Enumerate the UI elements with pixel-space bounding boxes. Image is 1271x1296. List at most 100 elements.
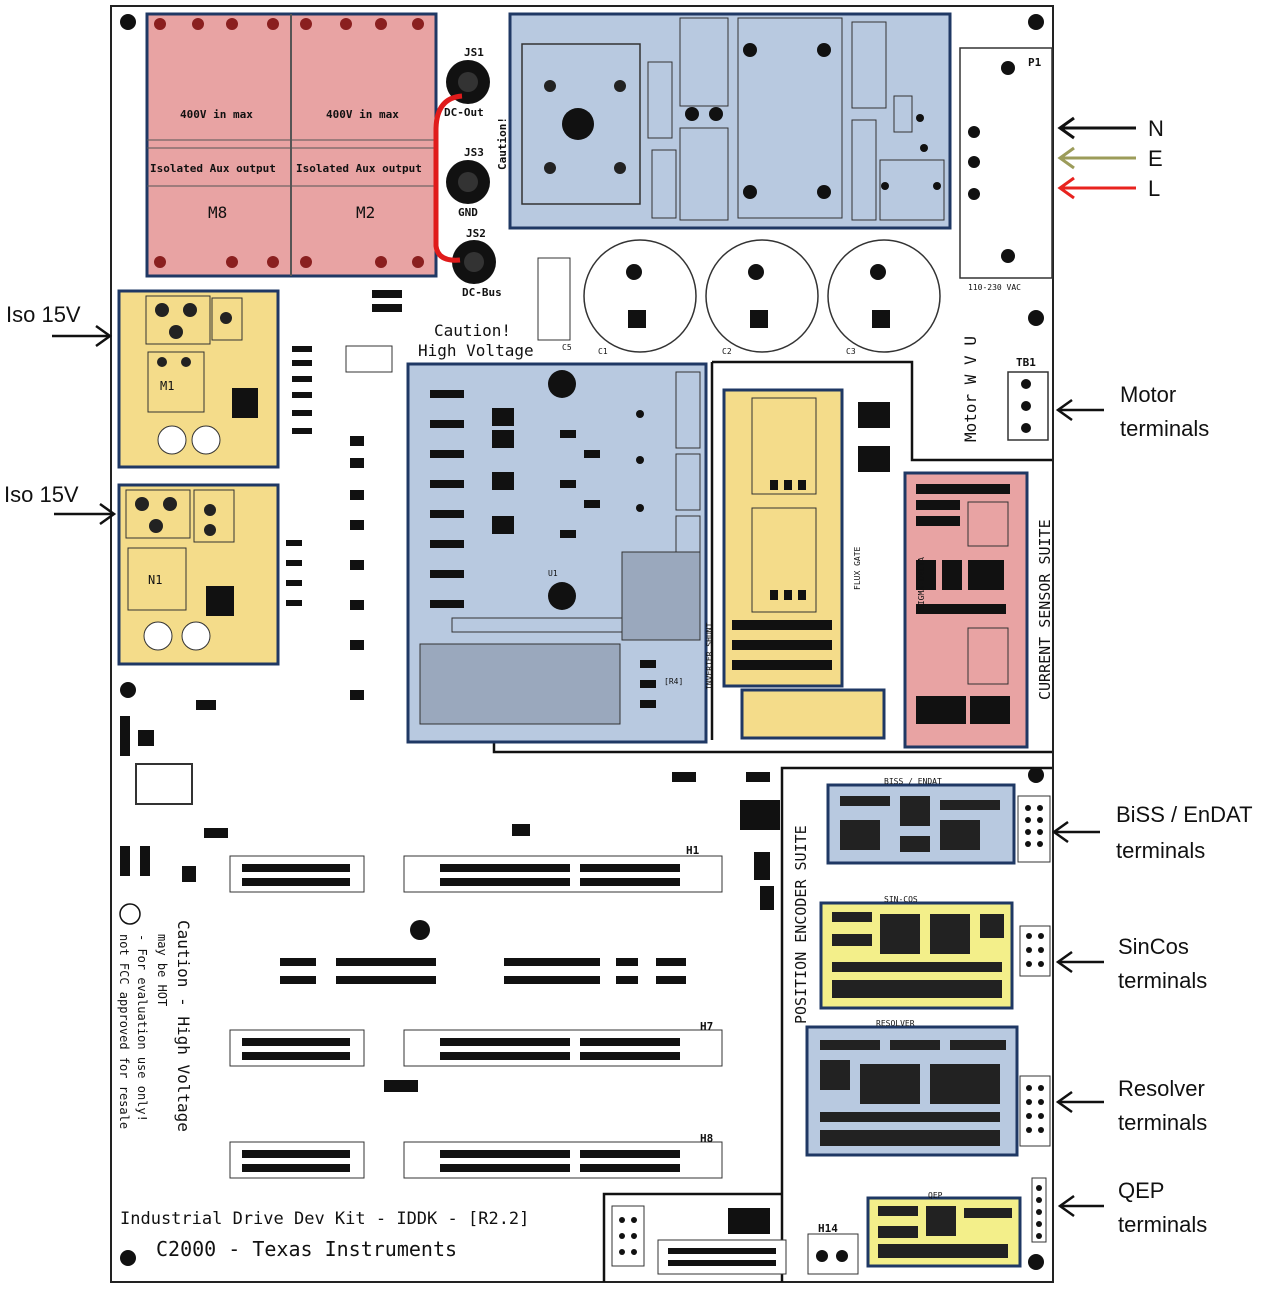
callout-iso-bottom: Iso 15V: [4, 482, 117, 526]
ac-input-block: [508, 12, 952, 230]
sigma-delta-label: SIGMA-DELTA: [917, 557, 926, 610]
control-card-connectors: H1 H7 H8: [229, 844, 723, 1179]
vertical-fcc-label: not FCC approved for resale: [117, 934, 131, 1129]
vertical-caution-label: Caution - High Voltage: [174, 920, 193, 1132]
callout-motor: Motor terminals: [1055, 382, 1209, 441]
callout-phase-n: N: [1057, 116, 1164, 141]
fluxgate-block: FLUX GATE: [722, 388, 862, 688]
vertical-eval-label: - For evaluation use only!: [135, 934, 149, 1122]
js2-label: JS2: [466, 227, 486, 240]
biss-callout-line1: BiSS / EnDAT: [1116, 802, 1253, 827]
m1-label: M1: [160, 379, 174, 393]
biss-callout-line2: terminals: [1116, 838, 1205, 863]
callout-phase-l: L: [1057, 176, 1160, 201]
u1-inverter-label: U1: [548, 569, 558, 578]
gate-driver-passives: [286, 290, 402, 700]
motor-callout-line1: Motor: [1120, 382, 1176, 407]
c5-label: C5: [562, 343, 572, 352]
qep-label: QEP: [928, 1191, 943, 1200]
h8-label: H8: [700, 1132, 713, 1145]
iso-aux-label-a: Isolated Aux output: [150, 162, 276, 175]
h1-label: H1: [686, 844, 700, 857]
h14-label: H14: [818, 1222, 838, 1235]
c3-label: C3: [846, 347, 856, 356]
sincos-callout-line1: SinCos: [1118, 934, 1189, 959]
caution-label: Caution!: [434, 321, 511, 340]
bulk-capacitors: C1 C2 C3 C5: [537, 239, 941, 356]
comm-headers: H14: [611, 1205, 859, 1275]
inverter-block: U1 [R4] INVERTER SHUNT: [406, 362, 714, 744]
dc-bus-jumper-wire: [433, 93, 463, 263]
phase-n-label: N: [1148, 116, 1164, 141]
caution-vertical-label: Caution!: [496, 117, 509, 170]
burden-resistor-2: [858, 446, 890, 472]
sincos-callout-line2: terminals: [1118, 968, 1207, 993]
dc-out-label: DC-Out: [444, 106, 484, 119]
burden-resistor-1: [858, 402, 890, 428]
iso-15v-top-label: Iso 15V: [6, 302, 81, 327]
pin-header-rows: [280, 958, 686, 1092]
isolator-ic: [135, 763, 193, 805]
callout-sincos: SinCos terminals: [1055, 934, 1207, 993]
js1-label: JS1: [464, 46, 484, 59]
vertical-hot-label: may be HOT: [155, 934, 169, 1006]
sin-cos-label: SIN-COS: [884, 895, 918, 904]
current-sensor-suite-label: CURRENT SENSOR SUITE: [1036, 519, 1054, 700]
n1-label: N1: [148, 573, 162, 587]
inverter-shunt-label: INVERTER SHUNT: [705, 622, 714, 690]
motor-terminal-block: TB1 Motor W V U: [961, 336, 1049, 442]
misc-parts-left: [120, 700, 780, 910]
callout-biss: BiSS / EnDAT terminals: [1051, 802, 1253, 863]
hv-boundary-bottom: [492, 740, 1052, 754]
ac-input-connector: P1 110-230 VAC: [959, 47, 1053, 292]
mounting-holes: [120, 14, 1044, 1270]
r4-label: [R4]: [664, 677, 683, 686]
current-sensor-block: SIGMA-DELTA: [903, 471, 1029, 749]
max-400v-label-b: 400V in max: [326, 108, 399, 121]
callout-resolver: Resolver terminals: [1055, 1076, 1207, 1135]
c2-label: C2: [722, 347, 732, 356]
m2-label: M2: [356, 203, 375, 222]
max-400v-label-a: 400V in max: [180, 108, 253, 121]
flux-gate-label: FLUX GATE: [853, 546, 862, 590]
h7-label: H7: [700, 1020, 713, 1033]
resolver-callout-line2: terminals: [1118, 1110, 1207, 1135]
resolver-block: RESOLVER: [805, 1019, 1051, 1157]
footer-ti-label: C2000 - Texas Instruments: [156, 1237, 457, 1261]
sincos-block: SIN-COS: [819, 895, 1051, 1010]
phase-e-label: E: [1148, 146, 1163, 171]
high-voltage-label: High Voltage: [418, 341, 534, 360]
qep-callout-line2: terminals: [1118, 1212, 1207, 1237]
iso-aux-label-b: Isolated Aux output: [296, 162, 422, 175]
biss-endat-block: BISS / ENDAT: [826, 777, 1051, 865]
m8-label: M8: [208, 203, 227, 222]
c1-label: C1: [598, 347, 608, 356]
iso-15v-supply-top: M1: [117, 289, 280, 469]
iso-15v-bottom-label: Iso 15V: [4, 482, 79, 507]
p1-label: P1: [1028, 56, 1042, 69]
resolver-callout-line1: Resolver: [1118, 1076, 1205, 1101]
comm-area-boundary: [602, 1192, 782, 1282]
callout-iso-top: Iso 15V: [6, 302, 113, 348]
gnd-label: GND: [458, 206, 478, 219]
dc-bus-label: DC-Bus: [462, 286, 502, 299]
callout-phase-e: E: [1057, 146, 1163, 171]
aux-output-module-group: 400V in max 400V in max Isolated Aux out…: [145, 12, 438, 278]
motor-callout-line2: terminals: [1120, 416, 1209, 441]
biss-endat-label: BISS / ENDAT: [884, 777, 942, 786]
position-encoder-suite-label: POSITION ENCODER SUITE: [792, 825, 810, 1024]
hv-boundary-top: [712, 360, 1052, 462]
qep-block: QEP: [866, 1177, 1047, 1268]
vac-label: 110-230 VAC: [968, 283, 1021, 292]
phase-l-label: L: [1148, 176, 1160, 201]
resolver-label: RESOLVER: [876, 1019, 915, 1028]
tb1-label: TB1: [1016, 356, 1036, 369]
flux-gate-connector-area: [740, 688, 886, 740]
footer-kit-label: Industrial Drive Dev Kit - IDDK - [R2.2]: [120, 1209, 529, 1229]
js3-label: JS3: [464, 146, 484, 159]
qep-callout-line1: QEP: [1118, 1178, 1164, 1203]
opto-ic: [345, 345, 393, 373]
encoder-suite-boundary: [780, 766, 1052, 1282]
dc-jacks: JS1 JS3 JS2 DC-Out GND DC-Bus: [444, 46, 502, 299]
